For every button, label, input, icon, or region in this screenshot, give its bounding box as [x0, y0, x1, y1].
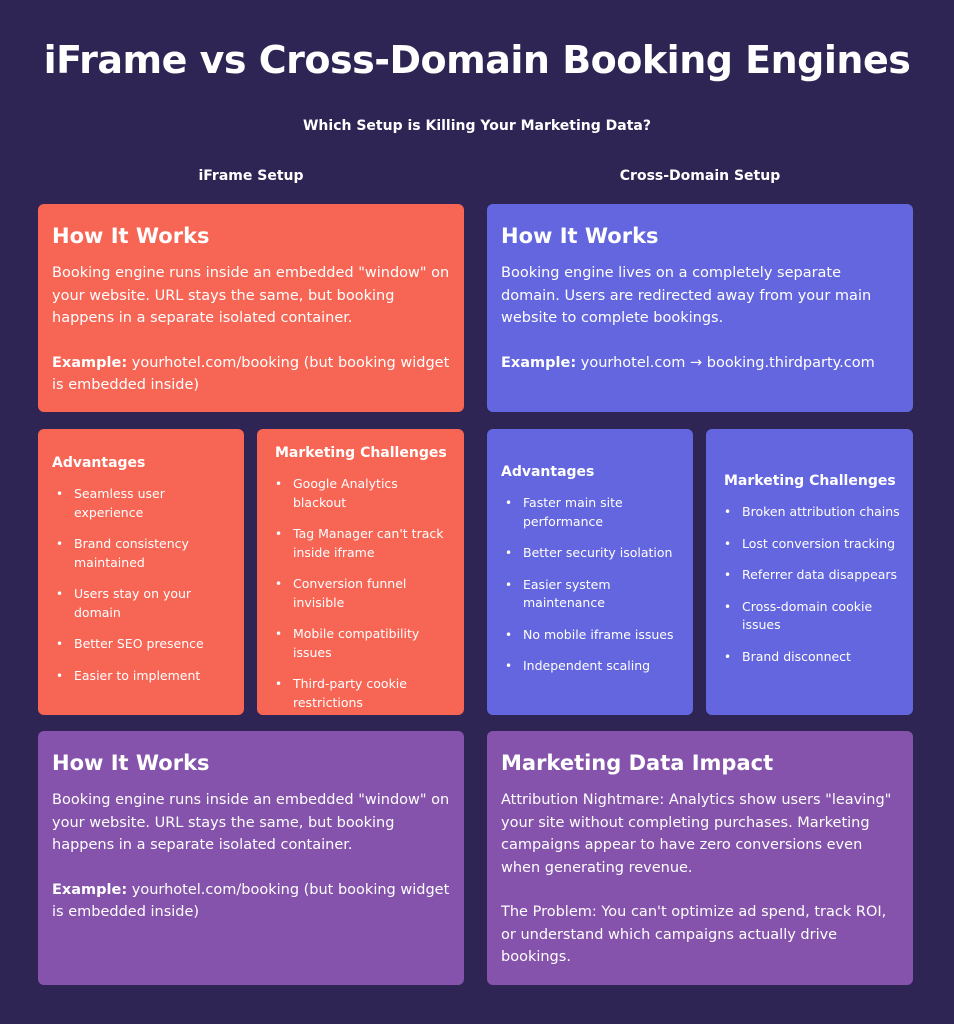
list-item-text: Third-party cookie restrictions [293, 676, 407, 710]
list-item: • Easier to implement [56, 667, 230, 686]
impact-problem-text: The Problem: You can't optimize ad spend… [501, 904, 887, 965]
list-item-text: Mobile compatibility issues [293, 626, 420, 660]
list-item-text: Google Analytics blackout [293, 476, 398, 510]
list-item: • Lost conversion tracking [724, 535, 901, 554]
bullet-icon: • [724, 649, 732, 664]
list-item-text: Independent scaling [523, 658, 651, 673]
bullet-icon: • [724, 599, 732, 614]
iframe-advantages-card: Advantages • Seamless user experience • Br… [38, 429, 244, 715]
bullet-icon: • [275, 677, 283, 691]
example-text: yourhotel.com/booking (but booking widge… [52, 881, 450, 921]
bullet-icon: • [56, 587, 64, 601]
page-subtitle: Which Setup is Killing Your Marketing Da… [302, 118, 651, 134]
card-title: Advantages [52, 455, 146, 471]
list-item: • Tag Manager can't track inside iframe [275, 525, 452, 562]
list-item: • Brand consistency maintained [56, 535, 230, 572]
list-item: • Mobile compatibility issues [275, 625, 452, 662]
card-title: Advantages [501, 464, 595, 480]
list-item: • Cross-domain cookie issues [724, 598, 901, 635]
bullet-icon: • [505, 659, 513, 673]
card-description: Booking engine runs inside an embedded "… [52, 265, 450, 326]
list-item: • Broken attribution chains [724, 503, 901, 522]
bullet-icon: • [724, 536, 732, 551]
bullet-icon: • [56, 668, 64, 683]
advantages-list: • Faster main site performance • Better se… [501, 494, 679, 676]
list-item: • Better security isolation [505, 544, 679, 563]
list-item-text: No mobile iframe issues [523, 626, 674, 642]
list-item-text: Broken attribution chains [742, 504, 900, 519]
list-item-text: Faster main site performance [523, 495, 623, 529]
list-item: • Independent scaling [505, 657, 679, 676]
iframe-challenges-card: Marketing Challenges • Google Analytics b… [257, 429, 464, 715]
page-title: iFrame vs Cross-Domain Booking Engines [43, 38, 911, 82]
card-title: How It Works [501, 224, 659, 248]
list-item: • No mobile iframe issues [505, 626, 679, 645]
challenges-list: • Broken attribution chains • Lost convers… [724, 503, 901, 666]
cross-domain-challenges-card: Marketing Challenges • Broken attribution… [706, 429, 913, 715]
list-item: • Brand disconnect [724, 648, 901, 667]
bottom-how-card: How It Works Booking engine runs inside … [38, 731, 464, 985]
bullet-icon: • [724, 568, 732, 582]
list-item: • Easier system maintenance [505, 576, 679, 613]
list-item: • Seamless user experience [56, 485, 230, 522]
cross-domain-how-card: How It Works Booking engine lives on a c… [487, 204, 913, 412]
list-item: • Users stay on your domain [56, 585, 230, 622]
bullet-icon: • [275, 627, 283, 641]
card-title: Marketing Challenges [724, 473, 896, 489]
example-text: yourhotel.com → booking.thirdparty.com [576, 354, 875, 371]
card-title: How It Works [52, 751, 210, 775]
card-description: Booking engine lives on a completely sep… [501, 265, 872, 326]
example-label: Example: [501, 354, 577, 371]
bullet-icon: • [724, 505, 732, 519]
card-example: Example: yourhotel.com/booking (but book… [52, 879, 450, 924]
cross-domain-column-heading: Cross-Domain Setup [619, 168, 781, 184]
list-item-text: Tag Manager can't track inside iframe [293, 526, 444, 560]
list-item: • Referrer data disappears [724, 566, 901, 585]
list-item-text: Better SEO presence [74, 636, 204, 651]
card-title: Marketing Challenges [275, 445, 447, 461]
list-item-text: Referrer data disappears [742, 567, 898, 582]
impact-attribution-text: Attribution Nightmare: Analytics show us… [501, 792, 892, 876]
card-title: Marketing Data Impact [501, 751, 774, 775]
list-item-text: Brand disconnect [742, 648, 851, 664]
bullet-icon: • [56, 537, 64, 551]
bullet-icon: • [56, 487, 64, 501]
list-item: • Third-party cookie restrictions [275, 675, 452, 712]
list-item-text: Better security isolation [523, 545, 673, 560]
card-example: Example: yourhotel.com/booking (but book… [52, 352, 450, 397]
bullet-icon: • [275, 527, 283, 541]
cross-domain-advantages-card: Advantages • Faster main site performance… [487, 429, 693, 715]
bullet-icon: • [505, 546, 513, 560]
iframe-how-card: How It Works Booking engine runs inside … [38, 204, 464, 412]
bullet-icon: • [505, 496, 513, 510]
list-item: • Conversion funnel invisible [275, 575, 452, 612]
list-item-text: Easier system maintenance [523, 576, 611, 611]
list-item-text: Cross-domain cookie issues [742, 598, 873, 633]
list-item-text: Brand consistency maintained [74, 536, 189, 570]
list-item-text: Seamless user experience [74, 486, 165, 520]
list-item: • Better SEO presence [56, 635, 230, 654]
example-label: Example: [52, 881, 128, 898]
bullet-icon: • [505, 577, 513, 592]
card-title: How It Works [52, 224, 210, 248]
bullet-icon: • [505, 627, 513, 642]
list-item: • Faster main site performance [505, 494, 679, 531]
list-item-text: Easier to implement [74, 667, 201, 683]
bullet-icon: • [275, 577, 283, 591]
bullet-icon: • [275, 477, 283, 491]
card-example: Example: yourhotel.com → booking.thirdpa… [501, 352, 899, 375]
list-item-text: Lost conversion tracking [742, 535, 896, 551]
list-item-text: Conversion funnel invisible [293, 576, 407, 610]
advantages-list: • Seamless user experience • Brand consist… [52, 485, 230, 685]
marketing-impact-card: Marketing Data Impact Attribution Nightm… [487, 731, 913, 985]
example-label: Example: [52, 354, 128, 371]
example-text: yourhotel.com/booking (but booking widge… [52, 354, 450, 394]
list-item: • Google Analytics blackout [275, 475, 452, 512]
iframe-column-heading: iFrame Setup [198, 168, 304, 184]
list-item-text: Users stay on your domain [74, 586, 192, 620]
bullet-icon: • [56, 637, 64, 651]
challenges-list: • Google Analytics blackout • Tag Manager … [275, 475, 452, 712]
card-description: Booking engine runs inside an embedded "… [52, 792, 450, 853]
